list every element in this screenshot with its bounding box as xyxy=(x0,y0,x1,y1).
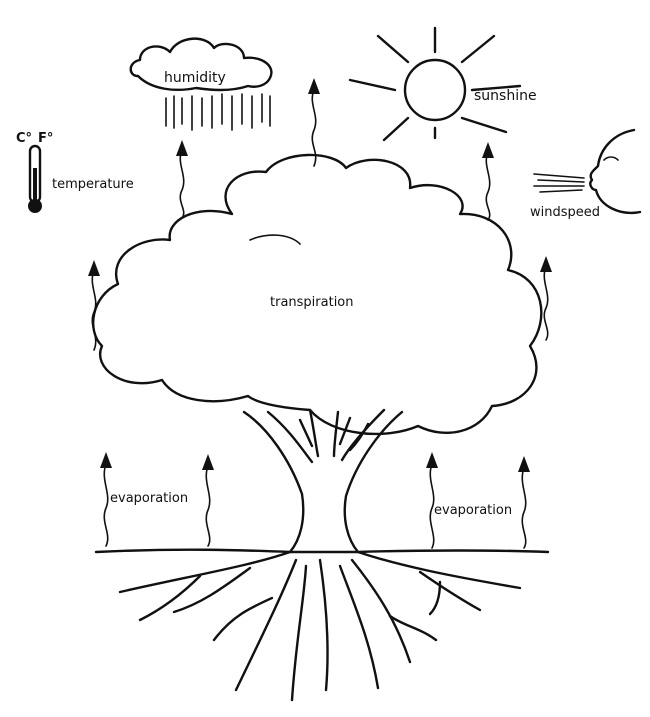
humidity-label: humidity xyxy=(164,70,226,86)
evaporation-arrows xyxy=(103,463,527,549)
thermometer-icon: C° F° xyxy=(16,131,53,213)
tree-canopy xyxy=(92,153,543,436)
tree-trunk xyxy=(242,408,404,554)
sunshine-label: sunshine xyxy=(474,88,537,104)
transpiration-arrowheads xyxy=(88,78,552,276)
arrow-up-icon xyxy=(540,256,552,272)
arrow-up-icon xyxy=(482,142,494,158)
sun-icon xyxy=(348,26,522,142)
tree-roots xyxy=(118,550,522,702)
temperature-label: temperature xyxy=(52,177,134,192)
windspeed-label: windspeed xyxy=(530,205,600,220)
rain-cloud-icon xyxy=(129,37,273,131)
transpiration-label: transpiration xyxy=(270,295,354,310)
arrow-up-icon xyxy=(426,452,438,468)
celsius-label: C° xyxy=(16,131,32,146)
arrow-up-icon xyxy=(100,452,112,468)
arrow-up-icon xyxy=(88,260,100,276)
evaporation-label-right: evaporation xyxy=(434,503,512,518)
evaporation-label-left: evaporation xyxy=(110,491,188,506)
arrow-up-icon xyxy=(202,454,214,470)
fahrenheit-label: F° xyxy=(38,131,53,146)
arrow-up-icon xyxy=(308,78,320,94)
arrow-up-icon xyxy=(518,456,530,472)
wind-face-icon xyxy=(533,128,642,215)
rain-streaks xyxy=(165,93,271,131)
evaporation-arrowheads xyxy=(100,452,530,472)
arrow-up-icon xyxy=(176,140,188,156)
transpiration-arrows xyxy=(91,89,549,351)
ground-line xyxy=(94,548,550,554)
canopy-lobe-line xyxy=(249,234,301,245)
